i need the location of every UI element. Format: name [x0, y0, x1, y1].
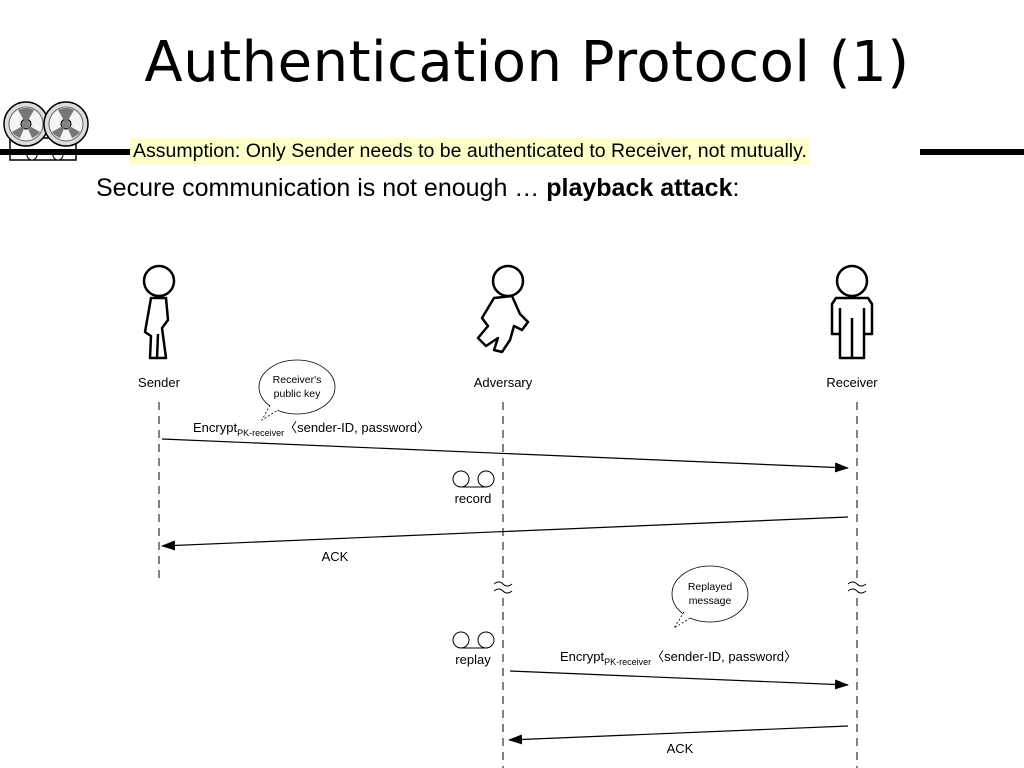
time-break-adversary: [493, 581, 513, 594]
slide-subtitle: Secure communication is not enough … pla…: [96, 174, 739, 203]
message-2-encrypt: Encrypt: [560, 649, 604, 664]
receiver-label: Receiver: [826, 375, 878, 390]
header-rule-right: [920, 149, 1024, 155]
sender-figure-icon: [142, 264, 176, 360]
subtitle-text: Secure communication is not enough …: [96, 174, 547, 202]
message-1-encrypt: Encrypt: [193, 420, 237, 435]
public-key-bubble-line2: public key: [274, 388, 321, 400]
sender-label: Sender: [138, 375, 181, 390]
public-key-bubble: [258, 359, 336, 422]
message-1-label: EncryptPK-receiver〈sender-ID, password〉: [193, 420, 430, 438]
subtitle-colon: :: [732, 174, 740, 202]
ack-1-label: ACK: [322, 549, 349, 564]
replay-label: replay: [455, 652, 491, 667]
subtitle-emphasis: playback attack: [546, 174, 733, 202]
ack-2-label: ACK: [667, 741, 694, 756]
time-break-receiver: [847, 581, 867, 594]
replayed-message-bubble: [671, 565, 749, 629]
ack-2-arrow: [508, 725, 849, 745]
public-key-bubble-line1: Receiver's: [273, 374, 322, 386]
replayed-bubble-line1: Replayed: [688, 581, 733, 593]
message-2-label: EncryptPK-receiver〈sender-ID, password〉: [560, 649, 797, 667]
record-tape-icon: [452, 470, 495, 488]
message-2-key: PK-receiver: [604, 657, 651, 667]
message-1-key: PK-receiver: [237, 428, 284, 438]
receiver-figure-icon: [830, 264, 874, 360]
header-rule-left: [0, 149, 130, 155]
ack-1-arrow: [161, 516, 849, 551]
replayed-bubble-line2: message: [689, 595, 732, 607]
message-1-arrow: [161, 438, 849, 473]
message-1-args: 〈sender-ID, password〉: [284, 420, 430, 435]
slide-title: Authentication Protocol (1): [144, 30, 910, 95]
adversary-label: Adversary: [474, 375, 533, 390]
adversary-figure-icon: [476, 264, 530, 354]
assumption-note: Assumption: Only Sender needs to be auth…: [130, 138, 810, 165]
message-2-arrow: [509, 670, 849, 690]
record-label: record: [455, 491, 492, 506]
message-2-args: 〈sender-ID, password〉: [651, 649, 797, 664]
replay-tape-icon: [452, 631, 495, 649]
